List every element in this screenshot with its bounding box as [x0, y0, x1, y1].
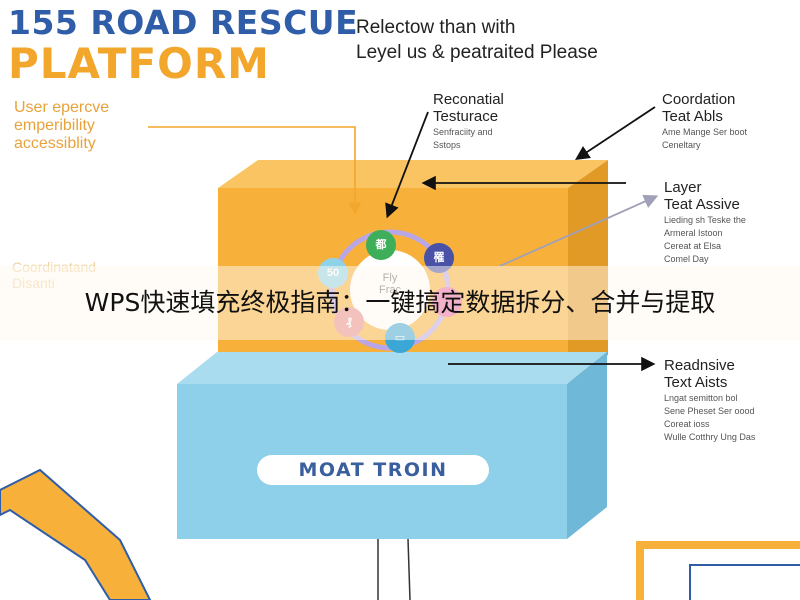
left-note: User epercve emperibility accessiblity — [14, 99, 109, 153]
blue-box-side — [567, 352, 607, 539]
label-readnsive-title-2: Text Aists — [664, 374, 728, 391]
subtitle: Relectow than with Leyel us & peatraited… — [356, 15, 598, 65]
label-coordation-title-2: Teat Abls — [662, 108, 723, 125]
label-readnsive-title-1: Readnsive — [664, 357, 735, 374]
label-layer-title-1: Layer — [664, 179, 702, 196]
title-line-1: 155 ROAD RESCUE — [8, 3, 359, 42]
left-note-line-2: emperibility — [14, 117, 95, 134]
label-reconatial-sub-1: Senfraciity and — [433, 127, 493, 137]
label-reconatial-sub-2: Sstops — [433, 140, 461, 150]
platform-title: 155 ROAD RESCUE PLATFORM — [8, 2, 359, 88]
label-layer: Layer Teat Assive Lieding sh Teske the A… — [664, 179, 746, 265]
arrow-left-note — [148, 126, 362, 216]
subtitle-line-1: Relectow than with — [356, 17, 516, 38]
label-reconatial: Reconatial Testurace Senfraciity and Sst… — [433, 91, 504, 151]
label-layer-title-2: Teat Assive — [664, 196, 740, 213]
label-coordation-sub-1: Ame Mange Ser boot — [662, 127, 748, 137]
bottom-left-deco — [0, 468, 152, 600]
label-coordation-sub-2: Ceneltary — [662, 140, 701, 150]
arrow-coordation — [574, 106, 656, 160]
label-readnsive-sub-1: Lngat semitton bol — [664, 393, 738, 403]
banner-text: WPS快速填充终极指南：一键搞定数据拆分、合并与提取 — [84, 288, 716, 317]
stand-line-2 — [407, 538, 411, 600]
label-coordation: Coordation Teat Abls Ame Mange Ser boot … — [662, 91, 747, 151]
label-readnsive-sub-4: Wulle Cotthry Ung Das — [664, 432, 756, 442]
label-readnsive: Readnsive Text Aists Lngat semitton bol … — [664, 357, 755, 443]
left-note-line-1: User epercve — [14, 99, 110, 116]
orange-cube-top — [218, 160, 608, 188]
label-readnsive-sub-3: Coreat ioss — [664, 419, 710, 429]
moat-troin-pill: MOAT TROIN — [257, 455, 489, 485]
label-layer-sub-2: Armeral Istoon — [664, 228, 723, 238]
left-note-line-3: accessiblity — [14, 135, 96, 152]
arrow-layer — [499, 194, 659, 267]
banner-overlay — [0, 266, 800, 340]
arrow-reconatial — [385, 111, 429, 219]
label-layer-sub-1: Lieding sh Teske the — [664, 215, 746, 225]
blue-box-top — [177, 352, 607, 384]
subtitle-line-2: Leyel us & peatraited Please — [356, 42, 598, 63]
bottom-right-deco — [636, 541, 800, 600]
label-reconatial-title-2: Testurace — [433, 108, 499, 125]
label-coordation-title-1: Coordation — [662, 91, 736, 108]
label-layer-sub-4: Comel Day — [664, 254, 709, 264]
node-top: 都 — [366, 230, 396, 260]
label-reconatial-title-1: Reconatial — [433, 91, 504, 108]
title-line-2: PLATFORM — [8, 39, 270, 88]
label-readnsive-sub-2: Sene Pheset Ser oood — [664, 406, 755, 416]
label-layer-sub-3: Cereat at Elsa — [664, 241, 722, 251]
bottom-right-deco-2 — [689, 564, 800, 600]
